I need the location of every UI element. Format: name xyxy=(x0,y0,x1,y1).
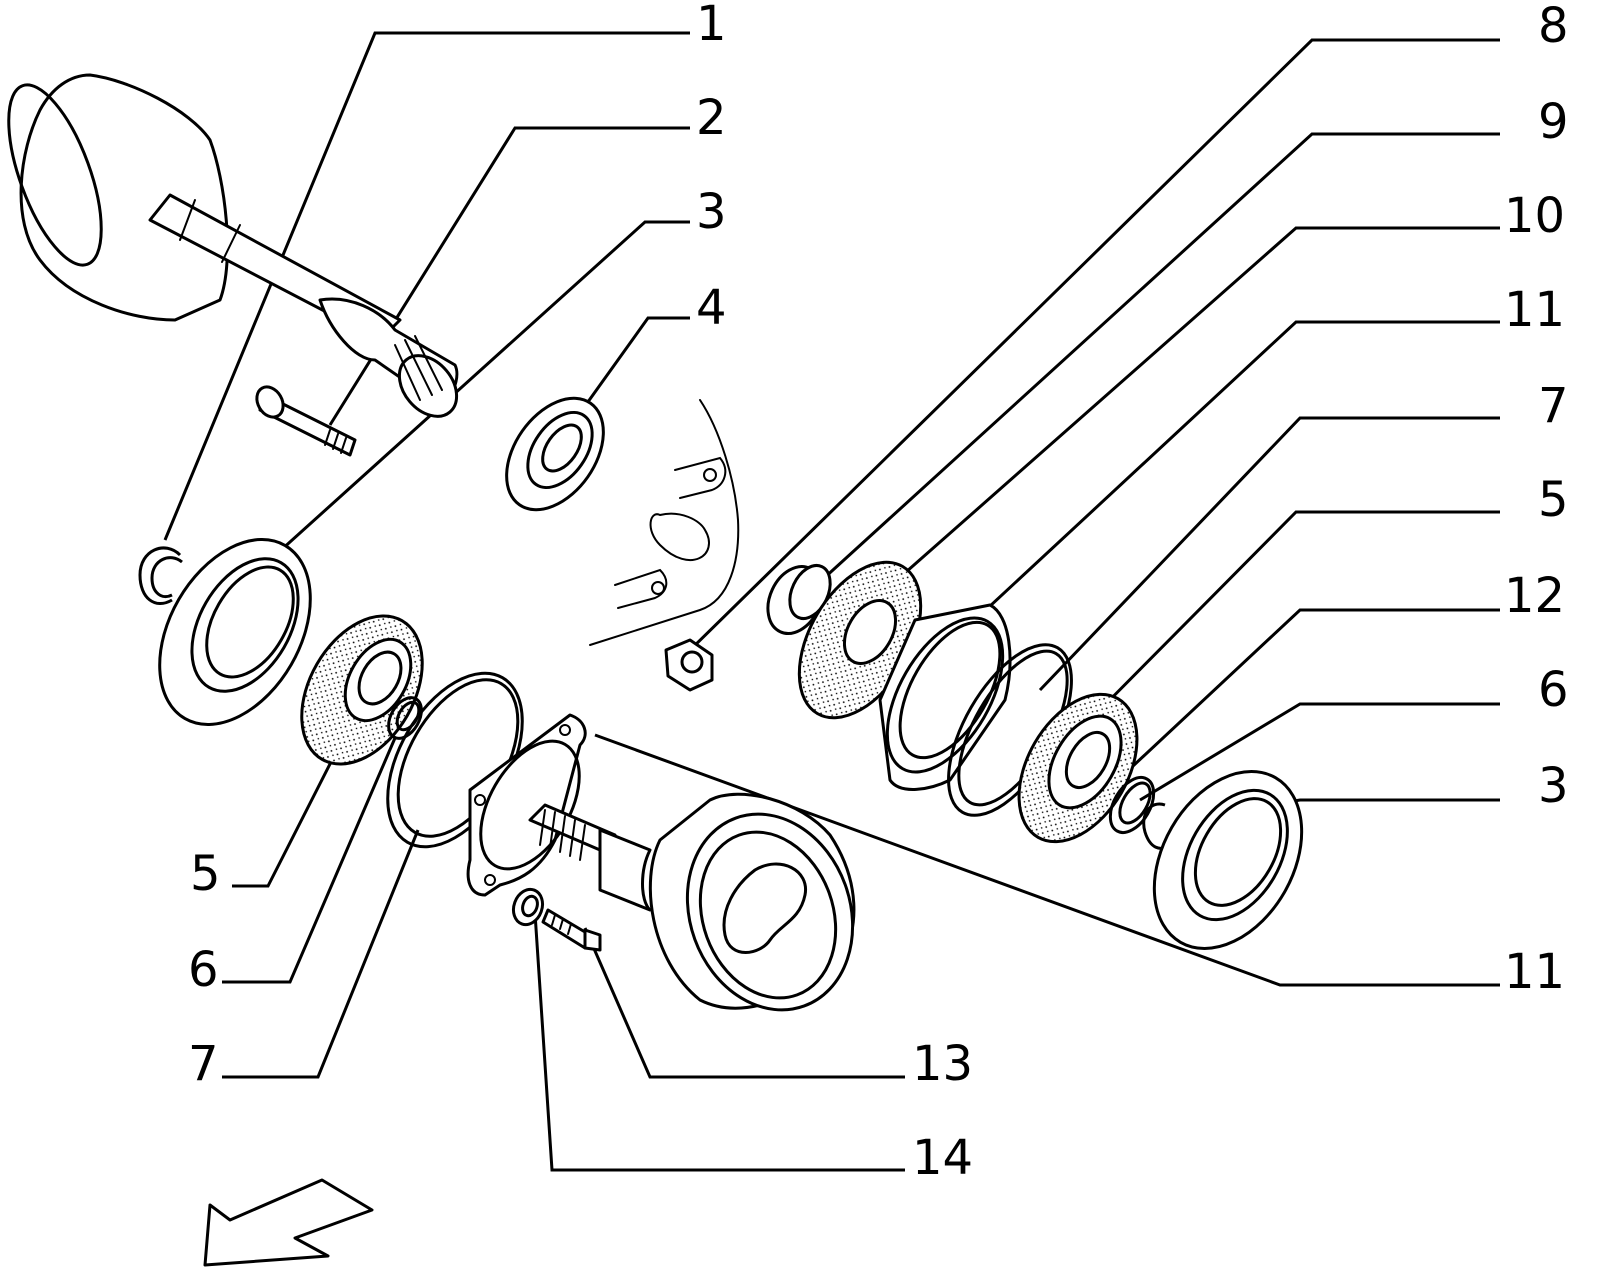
part-13-bolt xyxy=(541,908,602,952)
callout-6-left: 6 xyxy=(188,942,219,998)
callout-8: 8 xyxy=(1538,0,1569,54)
callout-1: 1 xyxy=(696,0,727,52)
part-8-nut xyxy=(664,638,714,692)
callout-7-left: 7 xyxy=(188,1036,219,1092)
callout-11-lower: 11 xyxy=(1504,944,1566,1000)
callout-2: 2 xyxy=(696,90,727,146)
part-5-bearing-right xyxy=(1017,692,1139,844)
part-12-spacer-ring xyxy=(1108,776,1156,834)
drive-joint-housing xyxy=(7,73,459,418)
leader-lines xyxy=(163,31,1500,1172)
part-3-oil-seal-right xyxy=(1152,770,1304,950)
callout-11-upper: 11 xyxy=(1504,282,1566,338)
part-14-washer xyxy=(511,887,545,927)
gearbox-housing-outline xyxy=(589,399,740,646)
callout-5-left: 5 xyxy=(190,846,221,902)
part-4-bearing xyxy=(505,396,605,512)
callout-14: 14 xyxy=(912,1130,974,1186)
part-5-bearing-left xyxy=(300,614,424,766)
callout-6-right: 6 xyxy=(1538,662,1569,718)
front-direction-arrow-icon xyxy=(203,1178,374,1267)
callout-4: 4 xyxy=(696,280,727,336)
part-8-seal-collar xyxy=(766,564,832,635)
part-10-flange-cover xyxy=(878,603,1012,791)
callout-3: 3 xyxy=(696,184,727,240)
callout-13: 13 xyxy=(912,1036,974,1092)
callout-5-right: 5 xyxy=(1538,472,1569,528)
part-3-oil-seal-left xyxy=(158,538,312,726)
callout-3-right: 3 xyxy=(1538,758,1569,814)
callout-12: 12 xyxy=(1504,568,1566,624)
part-11-flange-plate xyxy=(466,713,587,897)
callout-10: 10 xyxy=(1504,188,1566,244)
callout-9: 9 xyxy=(1538,94,1569,150)
cv-joint-outer-race xyxy=(528,792,856,1012)
callout-7-right: 7 xyxy=(1538,378,1569,434)
part-2-bolt xyxy=(255,385,357,457)
part-1-circlip xyxy=(138,546,183,606)
